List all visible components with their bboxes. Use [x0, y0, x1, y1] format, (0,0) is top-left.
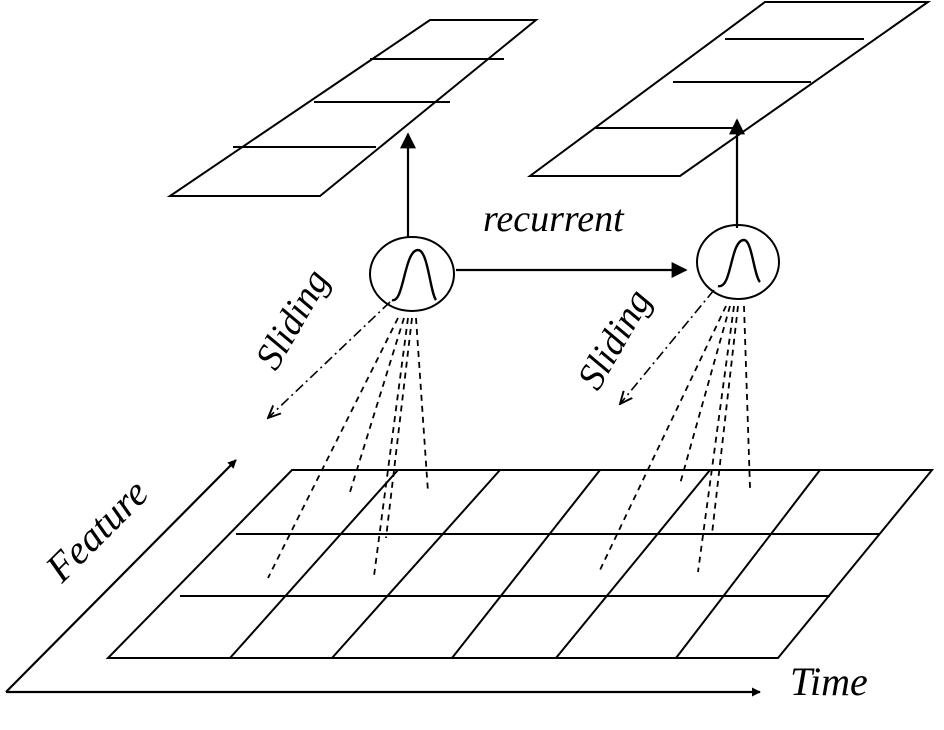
output-layer-left: [166, 19, 539, 197]
recurrent-label: recurrent: [483, 198, 625, 240]
feature-axis-label: Feature: [36, 470, 157, 591]
sigmoid-activation-icon: [391, 248, 438, 302]
sliding-label-left: Sliding: [247, 262, 337, 376]
sliding-label-right: Sliding: [569, 282, 659, 396]
sigmoid-activation-icon: [717, 238, 762, 288]
neuron-right: [696, 224, 780, 300]
output-layer-right: [526, 1, 932, 177]
input-feature-grid: [105, 469, 935, 659]
sliding-arrow-left: [268, 301, 391, 418]
receptive-field-right: [599, 305, 751, 573]
sliding-arrow-right: [620, 289, 715, 404]
time-axis-label: Time: [790, 659, 868, 704]
neuron-left: [369, 236, 455, 312]
input-feature-grid-border: [105, 469, 935, 659]
feature-axis-arrow: [5, 459, 237, 693]
